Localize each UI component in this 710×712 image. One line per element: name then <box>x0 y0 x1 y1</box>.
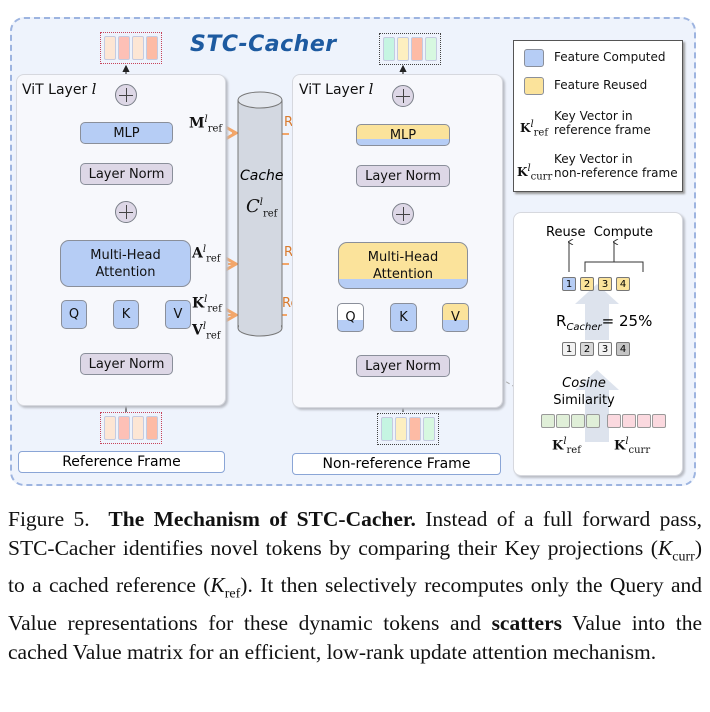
diagram-title: STC-Cacher <box>190 32 337 57</box>
non-reference-input-token-2 <box>395 417 407 441</box>
similarity-token-1: 1 <box>562 342 576 356</box>
reference-q-block: Q <box>61 300 87 329</box>
non-reference-layer-norm-bottom: Layer Norm <box>356 355 450 377</box>
legend-kref-symbol: Klref <box>520 119 549 139</box>
v-ref-label: Vlref <box>192 321 221 342</box>
non-reference-output-token-4 <box>425 37 437 61</box>
non-reference-input-token-3 <box>409 417 421 441</box>
k-ref-label: Klref <box>192 294 222 315</box>
reference-input-token-2 <box>118 416 130 440</box>
non-reference-input-token-4 <box>423 417 435 441</box>
cache-symbol: Clref <box>246 196 278 220</box>
cacher-ratio: RCacher= 25% <box>556 312 653 333</box>
non-reference-layer-norm-top: Layer Norm <box>356 165 450 187</box>
figure-title: The Mechanism of STC-Cacher. <box>108 507 416 531</box>
similarity-token-2: 2 <box>580 342 594 356</box>
legend-swatch-reused <box>524 77 544 95</box>
decision-token-1: 1 <box>562 277 576 291</box>
legend-label-reused: Feature Reused <box>554 78 648 92</box>
kref-cell-2 <box>556 414 570 428</box>
figure-label: Figure 5. <box>8 507 90 531</box>
reuse-compute-header: Reuse Compute <box>546 225 654 240</box>
reference-layer-norm-top: Layer Norm <box>80 163 173 185</box>
non-reference-v-block: V <box>442 303 469 332</box>
reference-input-tokens <box>100 412 162 444</box>
ratio-arrow <box>575 284 619 340</box>
legend-label-computed: Feature Computed <box>554 50 666 64</box>
kcurr-vector <box>607 414 666 428</box>
reference-k-block: K <box>113 300 139 329</box>
non-reference-attention-block: Multi-Head Attention <box>338 242 468 289</box>
non-reference-k-block: K <box>390 303 417 332</box>
m-ref-label: Mlref <box>189 114 223 135</box>
non-reference-output-token-1 <box>383 37 395 61</box>
reference-layer-norm-bottom: Layer Norm <box>80 353 173 375</box>
reference-input-token-3 <box>132 416 144 440</box>
similarity-token-3: 3 <box>598 342 612 356</box>
non-reference-add-node-mid <box>392 203 414 225</box>
reference-layer-title: ViT Layer l <box>22 80 97 98</box>
legend: Feature Computed Feature Reused Klref Ke… <box>513 40 683 192</box>
kref-cell-3 <box>571 414 585 428</box>
non-reference-output-token-2 <box>397 37 409 61</box>
non-reference-mlp-block: MLP <box>356 124 450 146</box>
cache-cylinder <box>237 91 283 337</box>
reference-add-node-top <box>115 84 137 106</box>
decision-token-4: 4 <box>616 277 630 291</box>
reference-input-token-4 <box>146 416 158 440</box>
kref-symbol: Klref <box>552 436 581 456</box>
decision-token-3: 3 <box>598 277 612 291</box>
reference-output-token-1 <box>104 36 116 60</box>
reference-input-token-1 <box>104 416 116 440</box>
kcurr-cell-2 <box>622 414 636 428</box>
non-reference-input-token-1 <box>381 417 393 441</box>
reference-output-tokens <box>100 32 162 64</box>
cache-label: Cache <box>240 168 284 184</box>
reference-output-token-3 <box>132 36 144 60</box>
kcurr-cell-4 <box>652 414 666 428</box>
reference-output-token-4 <box>146 36 158 60</box>
reference-mlp-block: MLP <box>80 122 173 144</box>
reference-v-block: V <box>165 300 191 329</box>
non-reference-output-token-3 <box>411 37 423 61</box>
kref-cell-1 <box>541 414 555 428</box>
kref-vector <box>541 414 600 428</box>
reference-add-node-mid <box>115 201 137 223</box>
reference-attention-block: Multi-Head Attention <box>60 240 191 287</box>
non-reference-q-block: Q <box>337 303 364 332</box>
non-reference-input-tokens <box>377 413 439 445</box>
non-reference-output-tokens <box>379 33 441 65</box>
kref-cell-4 <box>586 414 600 428</box>
non-reference-add-node-top <box>392 85 414 107</box>
non-reference-layer-title: ViT Layer l <box>299 80 374 98</box>
figure-caption: Figure 5. The Mechanism of STC-Cacher. I… <box>8 507 702 664</box>
reference-output-token-2 <box>118 36 130 60</box>
kcurr-symbol: Klcurr <box>614 436 651 456</box>
decision-token-2: 2 <box>580 277 594 291</box>
similarity-token-4: 4 <box>616 342 630 356</box>
reference-frame-label: Reference Frame <box>18 451 225 473</box>
legend-label-kref: Key Vector in reference frame <box>554 109 651 137</box>
non-reference-frame-label: Non-reference Frame <box>292 453 501 475</box>
legend-kcurr-symbol: Klcurr <box>517 163 553 183</box>
kcurr-cell-3 <box>637 414 651 428</box>
a-ref-label: Alref <box>192 244 221 265</box>
connector-overlay <box>35 64 541 412</box>
cosine-similarity-label: Cosine Similarity <box>553 376 615 408</box>
legend-swatch-computed <box>524 49 544 67</box>
kcurr-cell-1 <box>607 414 621 428</box>
legend-label-kcurr: Key Vector in non-reference frame <box>554 152 678 180</box>
